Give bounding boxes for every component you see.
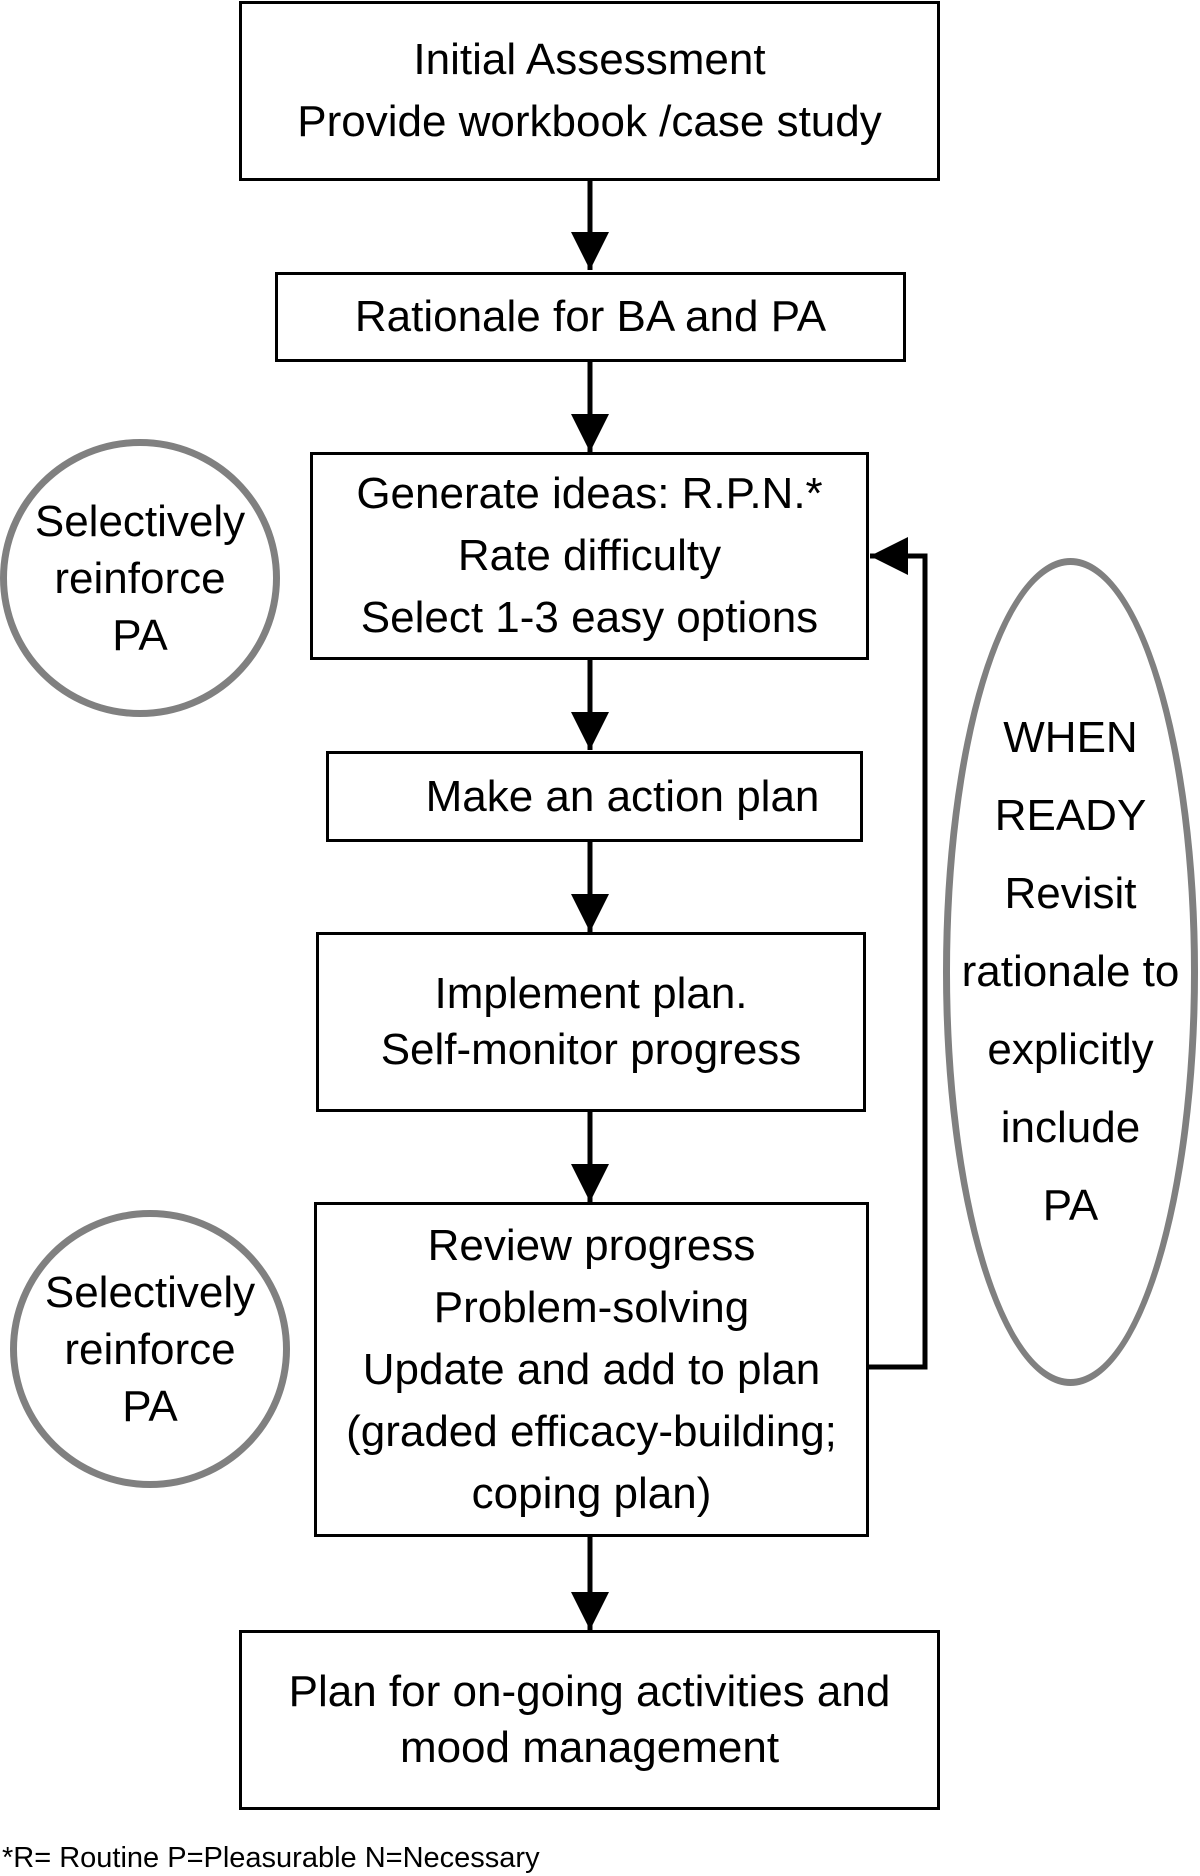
- note-text-line: PA: [122, 1381, 178, 1431]
- step-text-line: coping plan): [471, 1468, 712, 1518]
- step-text-line: Generate ideas: R.P.N.*: [356, 469, 823, 518]
- step-text-line: Problem-solving: [433, 1282, 750, 1332]
- step-text-line: Implement plan.: [434, 969, 748, 1018]
- step-generate-ideas: Generate ideas: R.P.N.* Rate difficulty …: [310, 452, 869, 660]
- step-text-line: Self-monitor progress: [380, 1025, 802, 1074]
- note-text-line: include: [1000, 1103, 1141, 1152]
- step-text-line: Plan for on-going activities and: [288, 1667, 891, 1716]
- note-text-line: Selectively: [44, 1267, 256, 1317]
- reinforce-pa-circle-top: Selectively reinforce PA: [0, 439, 280, 717]
- footnote: *R= Routine P=Pleasurable N=Necessary: [2, 1842, 540, 1874]
- note-text-line: reinforce: [64, 1324, 236, 1374]
- step-text-line: Make an action plan: [425, 771, 820, 821]
- step-review-progress: Review progress Problem-solving Update a…: [314, 1202, 869, 1537]
- note-text-line: explicitly: [987, 1025, 1154, 1074]
- step-text-line: mood management: [399, 1723, 780, 1772]
- step-ongoing-plan: Plan for on-going activities and mood ma…: [239, 1630, 940, 1810]
- note-text-line: Selectively: [34, 496, 246, 546]
- note-text-line: PA: [112, 610, 168, 660]
- note-text-line: PA: [1042, 1181, 1099, 1230]
- when-ready-oval: WHEN READY Revisit rationale to explicit…: [943, 558, 1198, 1386]
- step-initial-assessment: Initial Assessment Provide workbook /cas…: [239, 1, 940, 181]
- step-text-line: Select 1-3 easy options: [360, 593, 819, 642]
- step-text-line: Initial Assessment: [413, 35, 766, 84]
- step-text-line: (graded efficacy-building;: [346, 1406, 837, 1456]
- step-text-line: Provide workbook /case study: [297, 97, 882, 146]
- note-text-line: rationale to: [961, 947, 1180, 996]
- note-text-line: WHEN: [1003, 713, 1138, 762]
- reinforce-pa-circle-bottom: Selectively reinforce PA: [10, 1210, 290, 1488]
- step-text-line: Review progress: [427, 1220, 756, 1270]
- step-rationale: Rationale for BA and PA: [275, 272, 906, 362]
- step-text-line: Rationale for BA and PA: [354, 292, 827, 341]
- note-text-line: reinforce: [54, 553, 226, 603]
- note-text-line: Revisit: [1004, 869, 1137, 918]
- step-text-line: Rate difficulty: [457, 531, 722, 580]
- step-action-plan: Make an action plan: [326, 751, 863, 842]
- feedback-loop-arrow: [869, 537, 928, 1370]
- step-text-line: Update and add to plan: [362, 1344, 821, 1394]
- step-implement-plan: Implement plan. Self-monitor progress: [316, 932, 866, 1112]
- note-text-line: READY: [994, 791, 1147, 840]
